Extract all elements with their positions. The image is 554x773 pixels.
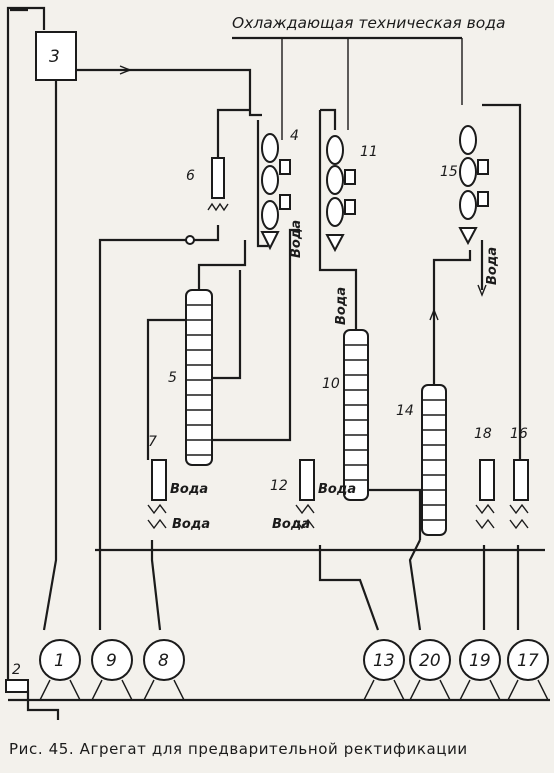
line-14-top — [432, 250, 472, 385]
line-12-to-13 — [318, 545, 380, 631]
svg-text:4: 4 — [290, 128, 299, 144]
svg-text:18: 18 — [474, 426, 492, 442]
feed-line-left — [6, 6, 46, 680]
column-14: 14 — [396, 384, 447, 536]
line-6 — [98, 108, 250, 630]
apparatus-3: 3 — [35, 31, 77, 81]
water-12-bottom: Вода — [272, 517, 310, 532]
tank-17: 17 — [507, 639, 549, 701]
arrow-14 — [429, 308, 439, 321]
tank-9: 9 — [91, 639, 133, 701]
line-5-side — [212, 270, 242, 380]
condenser-4: 4 — [260, 128, 299, 251]
line-11-loop — [320, 108, 337, 130]
svg-text:20: 20 — [419, 651, 441, 671]
line-5-to-7 — [146, 318, 186, 460]
arrow-15 — [477, 284, 487, 297]
water-12-top: Вода — [318, 482, 356, 497]
heat-exchanger-12: 12 — [270, 459, 315, 530]
line-3-to-1 — [42, 80, 58, 631]
line-15-loop — [482, 103, 522, 460]
svg-text:6: 6 — [186, 168, 195, 184]
line-7-to-8 — [150, 540, 162, 631]
svg-text:15: 15 — [440, 164, 458, 180]
svg-text:7: 7 — [148, 434, 157, 450]
water-out-15: Вода — [485, 247, 500, 285]
line-5-bottom — [212, 228, 300, 442]
tank-19: 19 — [459, 639, 501, 701]
line-3-to-4 — [76, 68, 252, 100]
svg-text:14: 14 — [396, 403, 414, 419]
water-out-4: Вода — [289, 220, 304, 258]
tank-13: 13 — [363, 639, 405, 701]
figure-caption: Рис. 45. Агрегат для предварительной рек… — [9, 740, 468, 758]
svg-text:2: 2 — [12, 662, 21, 678]
line-10-top — [318, 110, 358, 330]
column-10: 10 — [322, 329, 369, 501]
tank-8: 8 — [143, 639, 185, 701]
line-5-top — [197, 240, 247, 290]
line-10-bottom — [368, 488, 422, 540]
svg-text:10: 10 — [322, 376, 340, 392]
heat-exchanger-16: 16 — [509, 426, 529, 530]
svg-text:16: 16 — [510, 426, 528, 442]
svg-text:11: 11 — [360, 144, 378, 160]
svg-text:5: 5 — [168, 370, 177, 386]
svg-text:12: 12 — [270, 478, 288, 494]
svg-text:9: 9 — [106, 651, 117, 671]
arrow-3-4 — [119, 65, 132, 75]
svg-text:1: 1 — [54, 651, 65, 671]
heat-exchanger-18: 18 — [474, 426, 495, 530]
column-5: 5 — [168, 289, 213, 466]
svg-text:17: 17 — [517, 651, 539, 671]
water-out-10: Вода — [334, 287, 349, 325]
heat-exchanger-7: 7 — [147, 434, 167, 530]
water-7-bottom: Вода — [172, 517, 210, 532]
condenser-15: 15 — [440, 125, 489, 246]
cooling-water-label: Охлаждающая техническая вода — [232, 14, 505, 32]
pump-2: 2 — [5, 662, 29, 693]
condenser-11: 11 — [325, 135, 378, 253]
line-4-loop — [248, 100, 268, 248]
svg-text:8: 8 — [158, 651, 169, 671]
svg-text:3: 3 — [49, 47, 60, 67]
svg-text:13: 13 — [373, 651, 395, 671]
line-2-outlet — [26, 690, 60, 720]
condenser-6: 6 — [186, 157, 229, 212]
tank-1: 1 — [39, 639, 81, 701]
water-7-top: Вода — [170, 482, 208, 497]
tank-20: 20 — [409, 639, 451, 701]
line-14-to-20 — [408, 539, 422, 631]
svg-text:19: 19 — [469, 651, 491, 671]
